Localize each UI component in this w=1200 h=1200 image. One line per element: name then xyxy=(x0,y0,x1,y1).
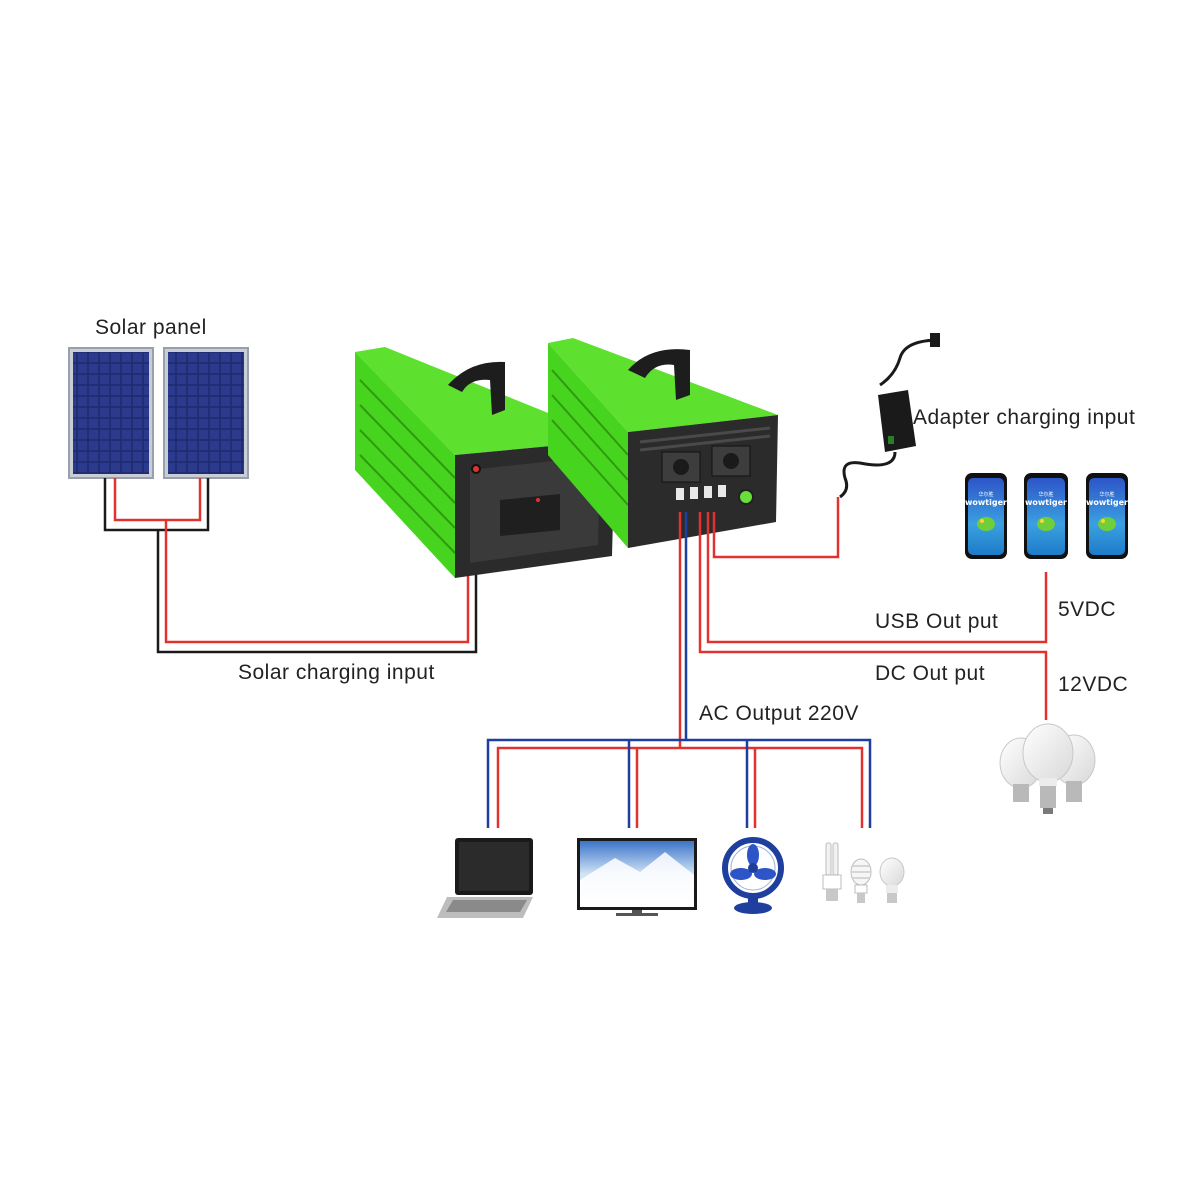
solar-panel-icon xyxy=(68,347,249,479)
usb-voltage-label: 5VDC xyxy=(1058,598,1117,621)
cfl-bulb-icon xyxy=(822,842,905,903)
usb-output-label: USB Out put xyxy=(875,610,999,633)
dc-voltage-label: 12VDC xyxy=(1058,673,1129,696)
solar-input-label: Solar charging input xyxy=(238,661,435,684)
phone-brand-line2: wowtiger xyxy=(965,498,1007,507)
tv-icon xyxy=(577,838,697,916)
adapter-input-label: Adapter charging input xyxy=(913,406,1136,429)
led-bulb-icon xyxy=(999,723,1096,814)
smartphone-icon: 华尔胜 wowtiger xyxy=(1086,473,1128,559)
power-station-icon xyxy=(548,338,778,548)
solar-panel-label: Solar panel xyxy=(95,316,207,339)
phone-brand-line1: 华尔胜 xyxy=(978,491,993,498)
fan-icon xyxy=(722,837,784,914)
phone-brand-line2: wowtiger xyxy=(1086,498,1128,507)
ac-distribution-wires xyxy=(486,512,872,828)
output-wires xyxy=(698,497,1048,720)
smartphone-icon: 华尔胜 wowtiger xyxy=(965,473,1007,559)
phone-brand-line1: 华尔胜 xyxy=(1099,491,1114,498)
smartphone-icon: 华尔胜 wowtiger xyxy=(1024,473,1068,559)
adapter-icon xyxy=(839,333,941,499)
dc-output-label: DC Out put xyxy=(875,662,986,685)
ac-output-label: AC Output 220V xyxy=(699,702,859,725)
phone-brand-line1: 华尔胜 xyxy=(1038,491,1053,498)
laptop-icon xyxy=(437,838,533,918)
phone-brand-line2: wowtiger xyxy=(1025,498,1067,507)
